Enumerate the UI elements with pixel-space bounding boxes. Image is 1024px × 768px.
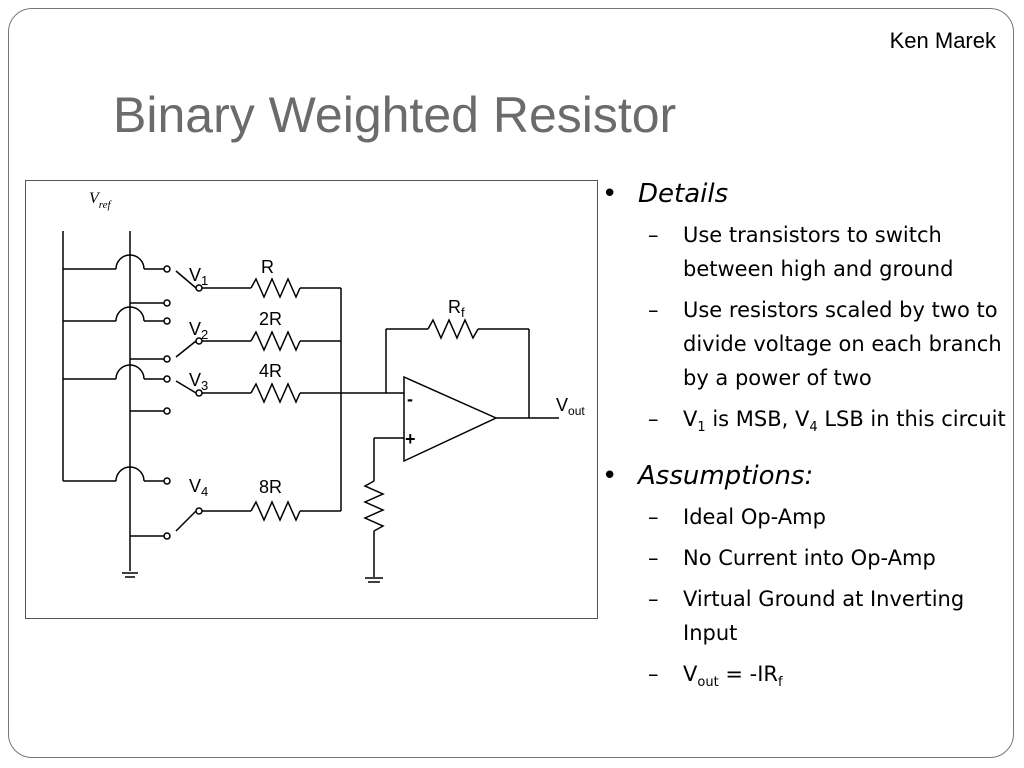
slide-title: Binary Weighted Resistor [113, 87, 677, 143]
assumptions-heading: Assumptions: [638, 460, 814, 491]
noninverting-sign: + [405, 429, 416, 449]
details-heading: Details [638, 179, 729, 209]
assumption-vout-formula: Vout = -IRf [683, 661, 783, 690]
assumption-no-current: No Current into Op-Amp [683, 545, 936, 570]
author-name: Ken Marek [889, 28, 996, 53]
bullet-details: • Details [600, 178, 1010, 212]
list-item: – Use resistors scaled by two to divide … [648, 297, 1002, 390]
list-item: – V1 is MSB, V4 LSB in this circuit [648, 406, 1006, 435]
bullet-assumptions: • Assumptions: [600, 460, 1010, 494]
details-item-resistors: Use resistors scaled by two to divide vo… [683, 297, 1002, 390]
8r-label: 8R [259, 477, 282, 497]
bullet-list: • Details – Use transistors to switch be… [600, 178, 1010, 707]
v3-label: V3 [189, 370, 208, 393]
slide-frame [8, 8, 1014, 758]
circuit-diagram: Vref V1 V2 V3 V4 R 2R 4R 8R Rf Vout - + [25, 180, 598, 619]
v1-label: V1 [189, 265, 208, 288]
v2-label: V2 [189, 319, 208, 342]
list-item: – No Current into Op-Amp [648, 545, 936, 570]
vout-label: Vout [556, 395, 585, 418]
details-item-transistors: Use transistors to switch between high a… [683, 222, 954, 281]
details-item-msb: V1 is MSB, V4 LSB in this circuit [683, 406, 1006, 435]
4r-label: 4R [259, 361, 282, 381]
list-item: – Use transistors to switch between high… [648, 222, 954, 281]
inverting-sign: - [407, 389, 413, 409]
assumption-virtual-ground: Virtual Ground at Inverting Input [683, 586, 965, 645]
list-item: – Virtual Ground at Inverting Input [648, 586, 965, 645]
bullet-dot: • [602, 179, 618, 209]
list-item: – Vout = -IRf [648, 661, 783, 690]
assumption-ideal: Ideal Op-Amp [683, 504, 826, 529]
bullet-dot: • [602, 460, 618, 491]
circuit-schematic: Vref V1 V2 V3 V4 R 2R 4R 8R Rf Vout - + [62, 190, 585, 583]
r-label: R [261, 257, 274, 277]
2r-label: 2R [259, 309, 282, 329]
list-item: – Ideal Op-Amp [648, 504, 826, 529]
rf-label: Rf [448, 297, 465, 320]
vref-label: Vref [89, 190, 113, 211]
v4-label: V4 [189, 476, 208, 499]
